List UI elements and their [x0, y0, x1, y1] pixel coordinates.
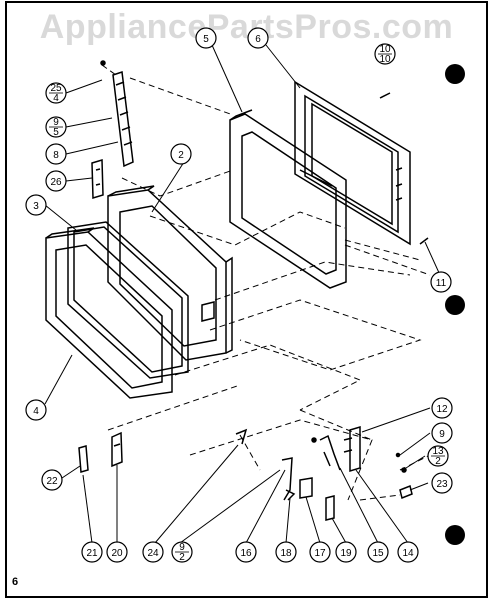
door-liner — [229, 109, 347, 289]
door-gasket — [67, 221, 189, 379]
callout-18: 18 — [280, 548, 292, 559]
callout-15: 15 — [372, 548, 384, 559]
assembly-lines — [101, 64, 431, 501]
hinge-strip — [112, 70, 134, 168]
leader-lines — [44, 44, 441, 544]
inner-door-frame — [107, 185, 233, 361]
page-number: 6 — [12, 576, 19, 588]
callout-circles — [25, 27, 453, 563]
callout-9-2-top: 9 — [179, 542, 185, 553]
latch-bracket — [91, 159, 104, 199]
callout-4: 4 — [33, 406, 39, 417]
callout-20: 20 — [111, 548, 123, 559]
callout-26: 26 — [50, 177, 62, 188]
outer-door-panel — [294, 80, 411, 246]
callout-13-2-bottom: 2 — [435, 456, 441, 467]
callout-23: 23 — [436, 479, 448, 490]
callout-6: 6 — [255, 34, 261, 45]
callout-10-10-bottom: 10 — [379, 54, 391, 65]
callout-21: 21 — [86, 548, 98, 559]
callout-10-10-top: 10 — [379, 44, 391, 55]
screw-part — [379, 92, 391, 99]
lower-left-parts — [78, 431, 123, 473]
callout-14: 14 — [402, 548, 414, 559]
registration-dot — [445, 64, 465, 84]
callout-9: 9 — [439, 429, 445, 440]
callout-9-5-top: 9 — [53, 117, 59, 128]
callout-5: 5 — [203, 34, 209, 45]
callout-16: 16 — [240, 548, 252, 559]
fraction-bars — [49, 53, 445, 553]
callout-19: 19 — [340, 548, 352, 559]
callout-13-2-top: 13 — [432, 446, 444, 457]
watermark-text: AppliancePartsPros.com — [39, 8, 454, 46]
latch-assembly — [100, 60, 413, 521]
callout-9-5-bottom: 5 — [53, 127, 59, 138]
screw-part — [419, 237, 429, 245]
outer-door-frame — [45, 227, 173, 399]
callout-24: 24 — [147, 548, 159, 559]
callout-22: 22 — [46, 476, 58, 487]
callout-12: 12 — [436, 404, 448, 415]
registration-dot — [445, 295, 465, 315]
registration-dot — [445, 525, 465, 545]
frame-border — [5, 1, 488, 598]
callout-2: 2 — [178, 150, 184, 161]
callout-8: 8 — [53, 150, 59, 161]
callout-25-4-bottom: 4 — [53, 93, 59, 104]
spring-part — [235, 428, 248, 445]
callout-17: 17 — [314, 548, 326, 559]
callout-labels: 25 4 9 5 8 26 5 6 10 10 2 3 4 11 12 9 13… — [33, 34, 448, 563]
callout-3: 3 — [33, 201, 39, 212]
callout-9-2-bottom: 2 — [179, 552, 185, 563]
callout-25-4-top: 25 — [50, 83, 62, 94]
callout-11: 11 — [436, 278, 447, 289]
